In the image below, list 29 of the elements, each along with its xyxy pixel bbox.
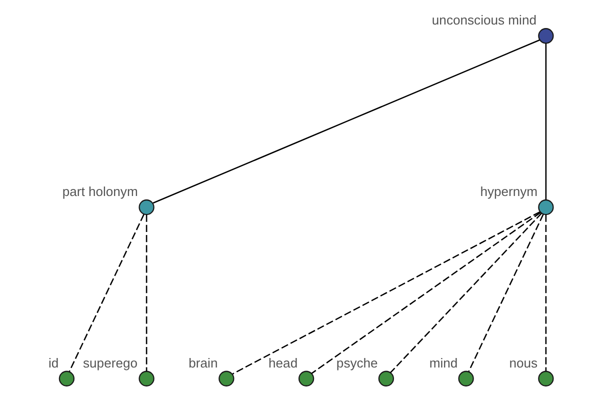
- node-circle: [138, 370, 154, 386]
- node-circle: [458, 370, 474, 386]
- connector: [468, 214, 544, 372]
- node-label: unconscious mind: [431, 12, 536, 28]
- node-circle: [538, 199, 554, 216]
- connector: [310, 212, 540, 374]
- node-label: mind: [428, 355, 458, 370]
- node-label: head: [268, 355, 298, 370]
- node-label: brain: [188, 355, 218, 370]
- node-label: hypernym: [480, 184, 538, 199]
- node-circle: [298, 370, 314, 386]
- node-label: id: [48, 355, 58, 370]
- connector: [232, 211, 540, 374]
- connector: [145, 214, 147, 372]
- node-circle: [218, 370, 234, 386]
- node-label: psyche: [336, 355, 378, 370]
- connector: [544, 43, 546, 200]
- node-circle: [538, 28, 554, 44]
- connector: [544, 214, 546, 372]
- node-label: nous: [508, 355, 538, 370]
- connector: [390, 212, 542, 374]
- connector: [68, 214, 144, 372]
- connector: [152, 39, 540, 204]
- node-label: superego: [82, 355, 137, 370]
- node-circle: [138, 199, 154, 216]
- node-circle: [58, 370, 74, 386]
- node-label: part holonym: [62, 184, 138, 199]
- node-circle: [378, 370, 394, 386]
- node-circle: [538, 370, 554, 386]
